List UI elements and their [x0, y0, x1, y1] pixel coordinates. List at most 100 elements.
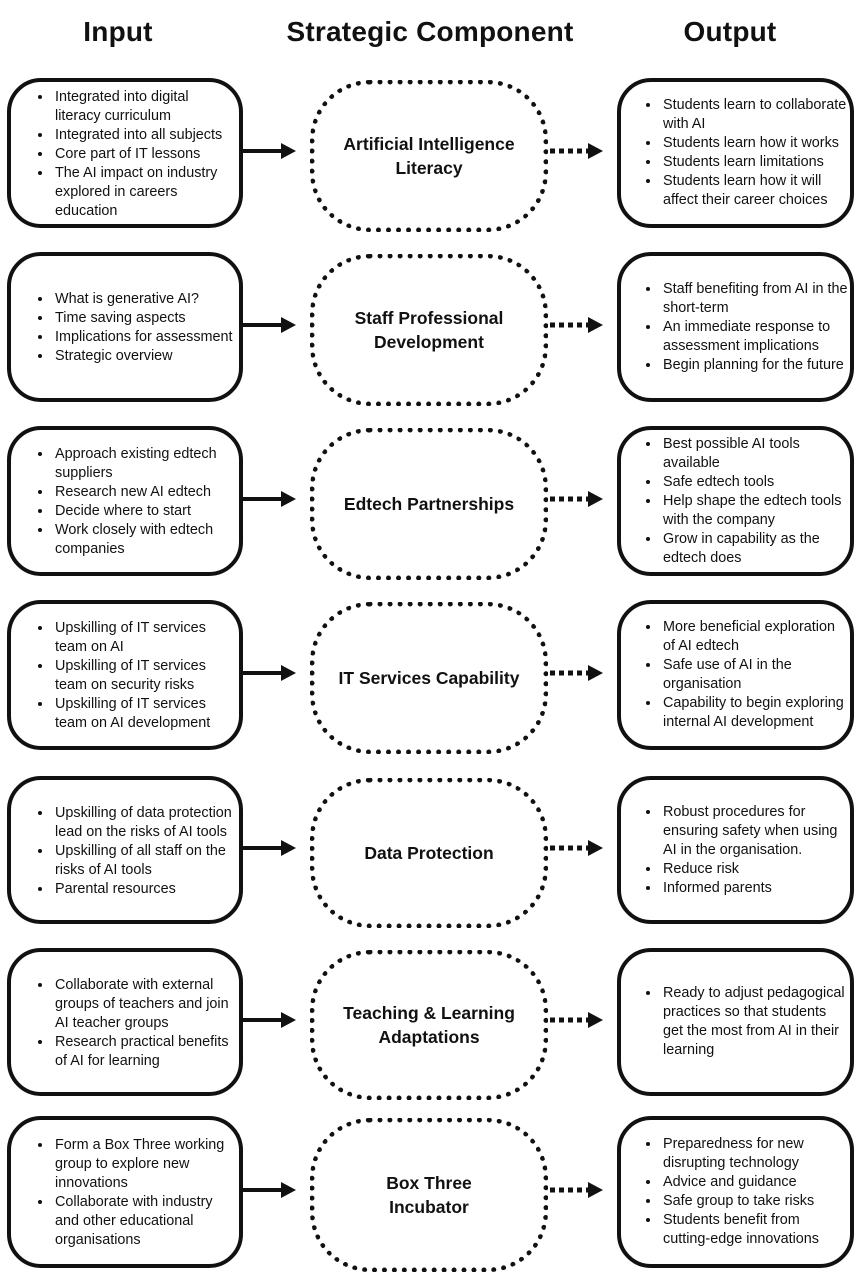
input-arrow: [243, 1182, 296, 1198]
strategic-component-label-line: Literacy: [395, 158, 463, 178]
input-item: Parental resources: [53, 880, 233, 899]
strategic-component-label-line: IT Services Capability: [338, 668, 520, 688]
input-box: Integrated into digital literacy curricu…: [7, 78, 243, 228]
input-box: What is generative AI?Time saving aspect…: [7, 252, 243, 402]
output-box: Robust procedures for ensuring safety wh…: [617, 776, 854, 924]
strategic-component-column-header: Strategic Component: [286, 16, 574, 47]
input-list: Form a Box Three working group to explor…: [15, 1136, 233, 1250]
input-list: Upskilling of IT services team on AIUpsk…: [15, 619, 233, 733]
output-arrow: [550, 665, 603, 681]
input-item: Work closely with edtech companies: [53, 521, 233, 559]
strategic-component-box: Edtech Partnerships: [310, 428, 548, 580]
input-box: Collaborate with external groups of teac…: [7, 948, 243, 1096]
output-item: Help shape the edtech tools with the com…: [661, 492, 848, 530]
output-column-header: Output: [683, 16, 777, 47]
input-item: Integrated into digital literacy curricu…: [53, 88, 233, 126]
output-box: Best possible AI tools availableSafe edt…: [617, 426, 854, 576]
input-box: Approach existing edtech suppliersResear…: [7, 426, 243, 576]
input-item: Upskilling of IT services team on AI dev…: [53, 695, 233, 733]
input-arrow: [243, 143, 296, 159]
output-item: Students learn to collaborate with AI: [661, 96, 848, 134]
input-item: What is generative AI?: [53, 290, 233, 309]
strategic-component-label-line: Staff Professional: [354, 308, 504, 328]
diagram-row: Upskilling of IT services team on AIUpsk…: [0, 600, 863, 756]
output-list: Best possible AI tools availableSafe edt…: [625, 435, 848, 568]
input-box: Form a Box Three working group to explor…: [7, 1116, 243, 1268]
input-arrow: [243, 665, 296, 681]
input-item: Upskilling of data protection lead on th…: [53, 804, 233, 842]
input-list: Upskilling of data protection lead on th…: [15, 804, 233, 899]
input-item: Integrated into all subjects: [53, 126, 233, 145]
diagram-row: What is generative AI?Time saving aspect…: [0, 252, 863, 408]
input-arrow: [243, 1012, 296, 1028]
strategic-component-label-line: Artificial Intelligence: [343, 134, 515, 154]
strategic-component-label: Data Protection: [352, 841, 505, 865]
input-list: Approach existing edtech suppliersResear…: [15, 445, 233, 559]
input-box: Upskilling of data protection lead on th…: [7, 776, 243, 924]
output-box: Students learn to collaborate with AIStu…: [617, 78, 854, 228]
output-box: Preparedness for new disrupting technolo…: [617, 1116, 854, 1268]
output-item: More beneficial exploration of AI edtech: [661, 618, 848, 656]
output-list: Robust procedures for ensuring safety wh…: [625, 803, 848, 898]
input-list: Integrated into digital literacy curricu…: [15, 88, 233, 221]
output-item: Safe group to take risks: [661, 1192, 848, 1211]
output-item: Students benefit from cutting-edge innov…: [661, 1211, 848, 1249]
input-item: Form a Box Three working group to explor…: [53, 1136, 233, 1193]
input-box: Upskilling of IT services team on AIUpsk…: [7, 600, 243, 750]
output-arrow: [550, 840, 603, 856]
input-list: Collaborate with external groups of teac…: [15, 976, 233, 1071]
output-item: Best possible AI tools available: [661, 435, 848, 473]
input-item: Core part of IT lessons: [53, 145, 233, 164]
strategic-component-label: Edtech Partnerships: [332, 492, 526, 516]
strategic-component-box: Data Protection: [310, 778, 548, 928]
input-item: Research new AI edtech: [53, 483, 233, 502]
output-arrow: [550, 143, 603, 159]
output-arrow: [550, 1012, 603, 1028]
input-item: Collaborate with external groups of teac…: [53, 976, 233, 1033]
output-item: Safe edtech tools: [661, 473, 848, 492]
output-item: Begin planning for the future: [661, 356, 848, 375]
output-item: Grow in capability as the edtech does: [661, 530, 848, 568]
strategic-component-label-line: Adaptations: [378, 1027, 480, 1047]
output-item: Students learn how it will affect their …: [661, 172, 848, 210]
output-item: An immediate response to assessment impl…: [661, 318, 848, 356]
input-item: Implications for assessment: [53, 328, 233, 347]
input-arrow: [243, 491, 296, 507]
output-arrow: [550, 491, 603, 507]
input-item: Research practical benefits of AI for le…: [53, 1033, 233, 1071]
strategic-component-label-line: Incubator: [389, 1197, 469, 1217]
output-item: Students learn how it works: [661, 134, 848, 153]
input-item: Strategic overview: [53, 347, 233, 366]
output-arrow: [550, 1182, 603, 1198]
input-item: Approach existing edtech suppliers: [53, 445, 233, 483]
strategic-component-label-line: Edtech Partnerships: [343, 494, 515, 514]
diagram-row: Approach existing edtech suppliersResear…: [0, 426, 863, 582]
strategic-component-label-line: Development: [374, 332, 484, 352]
output-list: Preparedness for new disrupting technolo…: [625, 1135, 848, 1249]
output-box: Ready to adjust pedagogical practices so…: [617, 948, 854, 1096]
input-item: Collaborate with industry and other educ…: [53, 1193, 233, 1250]
output-box: Staff benefiting from AI in the short-te…: [617, 252, 854, 402]
output-list: Students learn to collaborate with AIStu…: [625, 96, 848, 210]
strategic-component-label-line: Data Protection: [364, 843, 494, 863]
input-item: The AI impact on industry explored in ca…: [53, 164, 233, 221]
input-arrow: [243, 317, 296, 333]
input-list: What is generative AI?Time saving aspect…: [15, 290, 233, 366]
input-item: Time saving aspects: [53, 309, 233, 328]
strategic-component-label-line: Box Three: [386, 1173, 472, 1193]
output-item: Ready to adjust pedagogical practices so…: [661, 984, 848, 1060]
output-item: Staff benefiting from AI in the short-te…: [661, 280, 848, 318]
diagram-row: Integrated into digital literacy curricu…: [0, 78, 863, 234]
diagram-row: Collaborate with external groups of teac…: [0, 948, 863, 1104]
input-item: Upskilling of IT services team on securi…: [53, 657, 233, 695]
strategic-component-box: IT Services Capability: [310, 602, 548, 754]
output-arrow: [550, 317, 603, 333]
diagram-row: Upskilling of data protection lead on th…: [0, 776, 863, 932]
